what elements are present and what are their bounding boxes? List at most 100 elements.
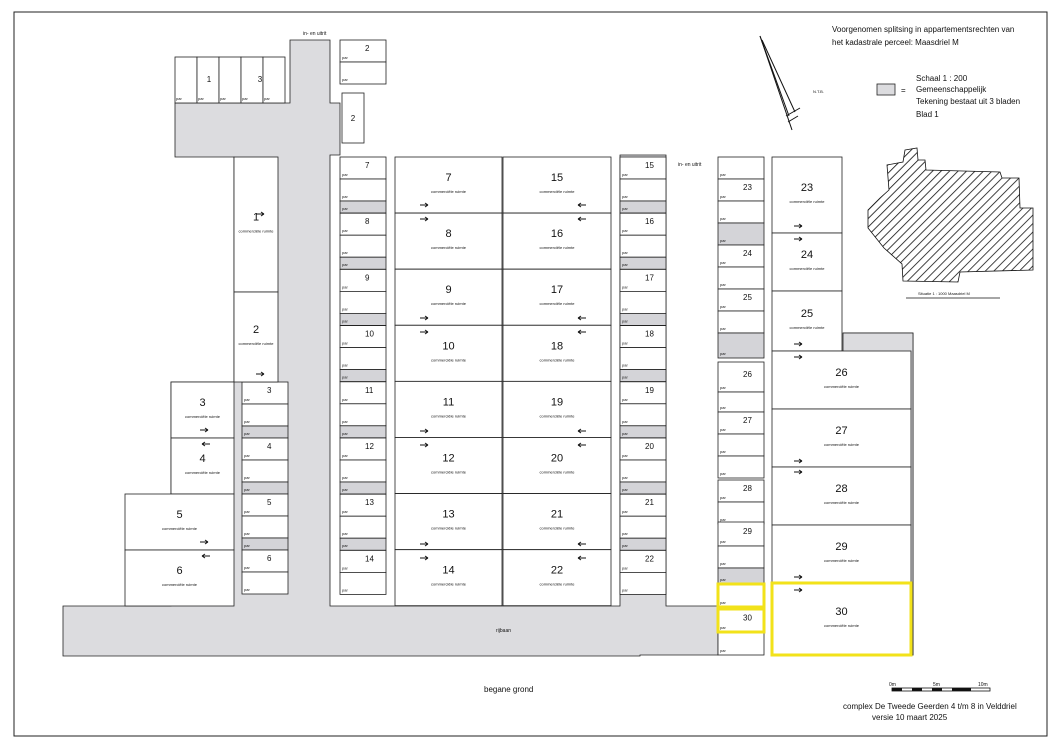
colC-space-label: par — [244, 543, 250, 548]
unit-11 — [394, 380, 503, 438]
unit-16 — [502, 212, 612, 270]
colB-space-label: par — [622, 206, 628, 211]
colD-space-number: 26 — [743, 370, 752, 379]
parking-2-vertical — [341, 92, 365, 144]
colD-space-9 — [717, 361, 765, 393]
colB-space-label: par — [622, 543, 628, 548]
colA-space-label: par — [342, 509, 348, 514]
colB-space-label: par — [622, 487, 628, 492]
colD-space-label: par — [720, 427, 726, 432]
unit-1 — [233, 156, 279, 293]
colA-space-label: par — [342, 194, 348, 199]
colD-space-label: par — [720, 304, 726, 309]
arrow-right-icon — [420, 555, 429, 561]
colA-space-label: par — [342, 475, 348, 480]
legend-scale: Schaal 1 : 200 — [916, 74, 968, 83]
colA-space-label: par — [342, 341, 348, 346]
arrow-left-icon — [577, 315, 586, 321]
unit-label-13: commerciële ruimte — [431, 526, 467, 531]
colD-space-label: par — [720, 282, 726, 287]
colB-space-label: par — [622, 250, 628, 255]
colC-space-label: par — [244, 509, 250, 514]
unit-label-18: commerciële ruimte — [540, 357, 576, 362]
legend-sheets: Tekening bestaat uit 3 bladen — [916, 97, 1020, 106]
unit-label-28: commerciële ruimte — [824, 500, 860, 505]
colB-space-label: par — [622, 375, 628, 380]
topleft-space-label: par — [242, 96, 248, 101]
colA-space-number: 9 — [365, 273, 370, 282]
arrow-left-icon — [577, 541, 586, 547]
arrow-left-icon — [577, 202, 586, 208]
situation-caption: Situatie 1 : 1000 Maasdriel M — [918, 291, 970, 296]
unit-number-1: 1 — [253, 212, 259, 224]
colB-space-number: 19 — [645, 386, 654, 395]
arrow-left-icon — [577, 216, 586, 222]
sheet-border — [13, 11, 1048, 737]
colA-space-label: par — [342, 306, 348, 311]
colC-space-label: par — [244, 475, 250, 480]
scale-bar — [891, 687, 991, 692]
colB-space-label: par — [622, 172, 628, 177]
unit-label-6: commerciële ruimte — [162, 582, 198, 587]
legend-common-swatch — [876, 83, 896, 96]
arrow-right-icon — [794, 469, 803, 475]
colA-space-label: par — [342, 375, 348, 380]
unit-number-30: 30 — [835, 606, 847, 618]
colB-space-22 — [619, 572, 667, 595]
colD-space-label: par — [720, 517, 726, 522]
arrow-right-icon — [420, 216, 429, 222]
scale-10: 10m — [978, 682, 988, 688]
colA-space-number: 14 — [365, 554, 374, 563]
colB-space-number: 21 — [645, 498, 654, 507]
colD-space-number: 23 — [743, 183, 752, 192]
colB-space-number: 15 — [645, 161, 654, 170]
colA-space-label: par — [342, 318, 348, 323]
colD-space-number: 30 — [743, 614, 752, 623]
unit-28 — [771, 466, 912, 526]
unit-number-26: 26 — [835, 367, 847, 379]
unit-label-29: commerciële ruimte — [824, 558, 860, 563]
unit-label-19: commerciële ruimte — [540, 413, 576, 418]
col2top-space-number: 2 — [365, 44, 370, 53]
driveway-label: rijbaan — [496, 628, 511, 634]
unit-27 — [771, 408, 912, 468]
colD-space-label: par — [720, 471, 726, 476]
arrow-right-icon — [420, 329, 429, 335]
colD-space-label: par — [720, 216, 726, 221]
north-arrow-icon — [759, 35, 801, 131]
unit-number-21: 21 — [551, 509, 563, 521]
colA-space-number: 11 — [365, 386, 374, 395]
floor-label: begane grond — [484, 685, 533, 694]
colC-space-label: par — [244, 487, 250, 492]
unit-7 — [394, 156, 503, 214]
col2top-space-1 — [339, 61, 387, 85]
unit-5 — [124, 493, 235, 551]
colB-space-number: 18 — [645, 330, 654, 339]
colB-space-label: par — [622, 262, 628, 267]
colD-space-label: par — [720, 648, 726, 653]
unit-22 — [502, 549, 612, 607]
colC-space-label: par — [244, 431, 250, 436]
unit-number-4: 4 — [199, 453, 205, 465]
colD-space-13 — [717, 455, 765, 479]
colA-space-label: par — [342, 397, 348, 402]
colD-space-label: par — [720, 172, 726, 177]
unit-number-25: 25 — [801, 308, 813, 320]
colB-space-label: par — [622, 565, 628, 570]
arrow-right-icon — [794, 236, 803, 242]
unit-18 — [502, 324, 612, 382]
unit-number-2: 2 — [253, 324, 259, 336]
unit-9 — [394, 268, 503, 326]
unit-label-9: commerciële ruimte — [431, 301, 467, 306]
colA-space-number: 8 — [365, 217, 370, 226]
arrow-right-icon — [794, 587, 803, 593]
unit-label-1: commerciële ruimte — [239, 229, 275, 234]
colB-space-label: par — [622, 531, 628, 536]
unit-label-21: commerciële ruimte — [540, 526, 576, 531]
unit-number-6: 6 — [176, 565, 182, 577]
arrow-right-icon — [420, 202, 429, 208]
topleft-space-label: par — [264, 96, 270, 101]
colD-space-label: par — [720, 405, 726, 410]
